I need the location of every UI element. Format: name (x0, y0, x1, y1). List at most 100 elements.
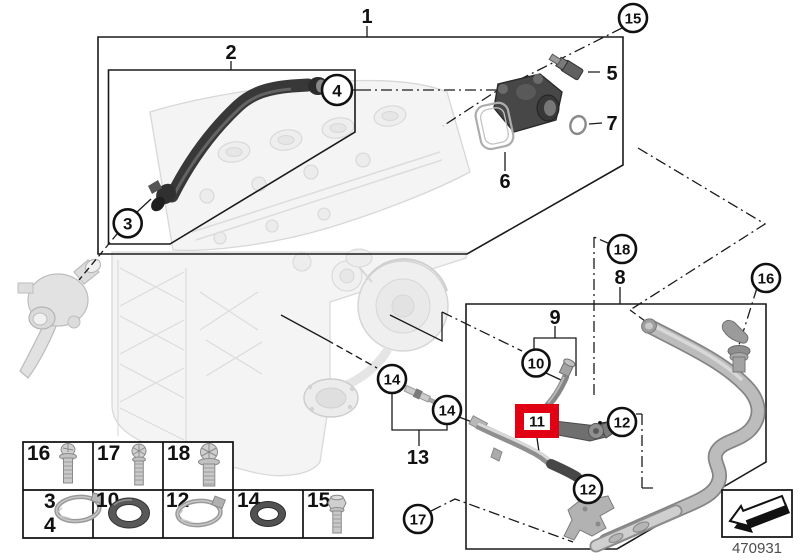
callout-17-circle[interactable] (402, 503, 434, 535)
callout-18[interactable]: 18 (606, 233, 638, 265)
callout-12-upper-circle[interactable] (606, 406, 638, 438)
label-9[interactable]: 9 (549, 307, 560, 329)
callout-3[interactable]: 3 (112, 208, 143, 239)
turbo-volute (365, 258, 448, 292)
callout-4-number: 4 (332, 82, 342, 101)
callout-14-left-circle[interactable] (376, 363, 408, 395)
torx-stud-bolt-icon (131, 443, 147, 486)
line-11-clip (490, 447, 503, 462)
callout-3-circle[interactable] (112, 208, 143, 239)
pipe-flange-bracket (563, 495, 615, 541)
coolant-hose-part-8 (563, 318, 766, 553)
pipe-2-clamp-tab (148, 180, 162, 194)
callout-14-right-circle[interactable] (431, 394, 463, 426)
o-ring-part-7 (569, 114, 587, 136)
pipe-collar-2 (608, 533, 624, 543)
callout-4[interactable]: 4 (320, 73, 354, 107)
gasket-part-6 (474, 101, 515, 151)
callout-17[interactable]: 17 (402, 503, 434, 535)
thermostat-lug (67, 315, 81, 329)
direction-arrow-icon (728, 494, 788, 528)
cell-17-number: 17 (97, 442, 120, 465)
table-cell-10[interactable]: 10 (96, 489, 150, 529)
callout-14-right[interactable]: 14 (431, 394, 463, 426)
turbo-hub (391, 294, 415, 318)
part-13-band (412, 388, 423, 400)
hose-clamp-icon (54, 492, 104, 524)
callout-12-lower-circle[interactable] (572, 473, 604, 505)
pipe-collar-1 (632, 521, 650, 533)
label-6[interactable]: 6 (499, 171, 510, 193)
callout-10[interactable]: 10 (521, 348, 551, 378)
label-7[interactable]: 7 (606, 113, 617, 135)
o-ring-small-icon (250, 501, 286, 527)
table-cell-17[interactable]: 17 (97, 442, 147, 486)
label-5[interactable]: 5 (606, 63, 617, 85)
line-11-tube-highlight (477, 422, 553, 464)
coolant-line-part-11 (468, 415, 582, 482)
direction-arrow-box[interactable] (721, 489, 793, 538)
label-13[interactable]: 13 (407, 447, 429, 469)
table-cell-3-4[interactable]: 3 4 (44, 490, 105, 537)
label-2[interactable]: 2 (225, 42, 236, 64)
table-cell-16[interactable]: 16 (27, 442, 77, 484)
callout-10-circle[interactable] (521, 348, 551, 378)
callout-17-number: 17 (410, 512, 427, 529)
callout-10-number: 10 (528, 356, 545, 373)
callout-14-left[interactable]: 14 (376, 363, 408, 395)
flange-ear-1 (498, 84, 508, 94)
fitting-16-stem (732, 356, 746, 373)
callout-15-circle[interactable] (617, 2, 649, 34)
highlighted-callout-11[interactable]: 11 (515, 404, 559, 438)
callout-18-circle[interactable] (606, 233, 638, 265)
table-cell-14[interactable]: 14 (237, 489, 286, 527)
pan-head-bolt-icon (59, 443, 77, 484)
flange-ear-2 (533, 74, 543, 84)
highlight-inner (524, 413, 550, 430)
engine-block (111, 251, 467, 477)
region-1-outline (97, 36, 624, 255)
flange-boss (516, 84, 536, 100)
bracket-12 (636, 413, 653, 489)
callout-4-circle[interactable] (320, 73, 354, 107)
downpipe-bolts (307, 384, 355, 412)
part-number: 470931 (732, 540, 782, 557)
engine-pulley-hub (339, 268, 355, 284)
label-8[interactable]: 8 (614, 267, 625, 289)
coolant-pipe-part-2 (148, 77, 328, 212)
thermostat-lower-opening (32, 312, 48, 326)
table-cell-12[interactable]: 12 (166, 489, 227, 528)
callout-12-lower-number: 12 (580, 482, 597, 499)
cell-3-number: 3 (44, 490, 56, 513)
callout-12-lower[interactable]: 12 (572, 473, 604, 505)
connection-flange-part (493, 73, 563, 133)
hose-fitting-part-16 (721, 319, 751, 373)
callout-15-number: 15 (625, 11, 642, 28)
engine-lattice (117, 260, 263, 444)
pipe-2-end (151, 196, 165, 212)
pipe-2-highlight (173, 87, 292, 194)
wastegate-rod (358, 266, 373, 283)
flange-outlet-opening (544, 100, 556, 116)
callout-12-upper[interactable]: 12 (606, 406, 638, 438)
fastener-table: 16 17 18 (22, 441, 374, 539)
line-11-tube (475, 421, 554, 467)
cell-4-number: 4 (44, 514, 56, 537)
wastegate-actuator (345, 248, 373, 268)
flange-hole-2 (595, 521, 601, 527)
table-cell-18[interactable]: 18 (167, 442, 220, 487)
callout-3-number: 3 (123, 215, 132, 234)
callout-12-upper-number: 12 (614, 415, 631, 432)
flange-hex-bolt-icon (198, 443, 220, 487)
banjo-bolt (593, 428, 599, 434)
label-1[interactable]: 1 (361, 6, 372, 28)
callout-15[interactable]: 15 (617, 2, 649, 34)
table-cell-15[interactable]: 15 (307, 489, 347, 534)
callout-16[interactable]: 16 (750, 262, 782, 294)
callout-16-circle[interactable] (750, 262, 782, 294)
vent-pipe-nipple (558, 358, 576, 378)
sensor-tip (548, 53, 562, 66)
hose-8-body (600, 320, 764, 547)
callout-14-left-number: 14 (384, 372, 401, 389)
